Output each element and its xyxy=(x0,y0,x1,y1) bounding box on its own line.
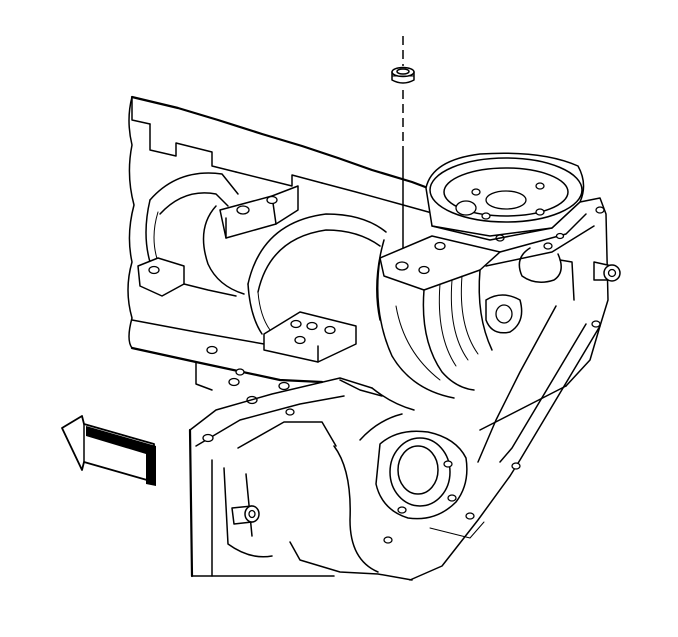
front-dowel-pin xyxy=(231,505,260,525)
oil-gallery-plug xyxy=(391,66,415,84)
rear-main-bearing-cap-face xyxy=(376,235,501,399)
lower-center-boss xyxy=(375,430,475,544)
engine-block xyxy=(127,95,621,581)
rear-dowel-pin xyxy=(593,261,621,282)
crankshaft-main-bearing-bore-center xyxy=(247,213,387,335)
front-direction-arrow xyxy=(61,415,156,486)
oil-filter-mounting-boss xyxy=(425,152,585,242)
oil-gallery-plug-group xyxy=(391,36,415,262)
